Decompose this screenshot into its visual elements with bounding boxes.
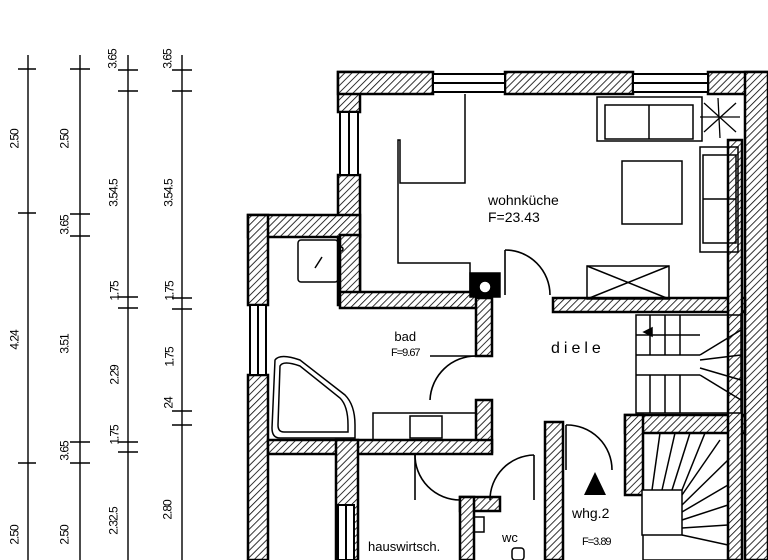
room-area: F=23.43 — [488, 209, 540, 225]
dim-label: 2.50 — [57, 129, 72, 149]
room-name: diele — [551, 340, 605, 357]
dimension-lines — [18, 55, 192, 560]
plant-icon — [700, 97, 740, 139]
room-area: F=9.67 — [391, 347, 421, 359]
room-diele: diele — [551, 340, 605, 357]
dim-label: 3.54.5 — [161, 179, 176, 207]
doors — [414, 249, 613, 501]
dim-label: 1.75 — [107, 281, 122, 301]
entrance-arrow-icon — [584, 472, 606, 495]
dim-label: 4.24 — [7, 330, 22, 350]
dim-label: 24 — [161, 397, 176, 409]
dim-label: 2.80 — [160, 500, 175, 520]
room-name: wc — [502, 530, 518, 545]
dim-label: 3.65 — [105, 49, 120, 69]
dim-label: 3.51 — [57, 334, 72, 354]
room-name: whg.2 — [572, 505, 610, 521]
room-area: F=3.89 — [582, 536, 612, 548]
dim-label: 2.50 — [57, 525, 72, 545]
dim-label: 3.54.5 — [106, 179, 121, 207]
dim-label: 3.65 — [160, 49, 175, 69]
room-bad: bad F=9.67 — [391, 328, 421, 362]
walls — [246, 70, 768, 560]
room-hauswirtsch: hauswirtsch. — [368, 538, 440, 555]
dim-label: 1.75 — [107, 425, 122, 445]
dim-label: 2.29 — [107, 365, 122, 385]
room-name: wohnküche — [488, 192, 559, 208]
dim-label: 2.50 — [7, 129, 22, 149]
room-wohnkueche: wohnküche F=23.43 — [488, 192, 559, 226]
windows — [249, 73, 709, 560]
dim-label: 3.65 — [57, 441, 72, 461]
dim-label: 2.50 — [7, 525, 22, 545]
room-whg2: whg.2 F=3.89 — [572, 505, 612, 551]
room-name: hauswirtsch. — [368, 539, 441, 554]
dim-label: 2.32.5 — [106, 507, 121, 535]
dim-label: 1.75 — [162, 347, 177, 367]
room-name: bad — [394, 329, 417, 344]
furniture — [271, 94, 742, 560]
dim-label: 1.75 — [162, 281, 177, 301]
dim-label: 3.65 — [57, 215, 72, 235]
room-wc: wc — [502, 529, 518, 546]
